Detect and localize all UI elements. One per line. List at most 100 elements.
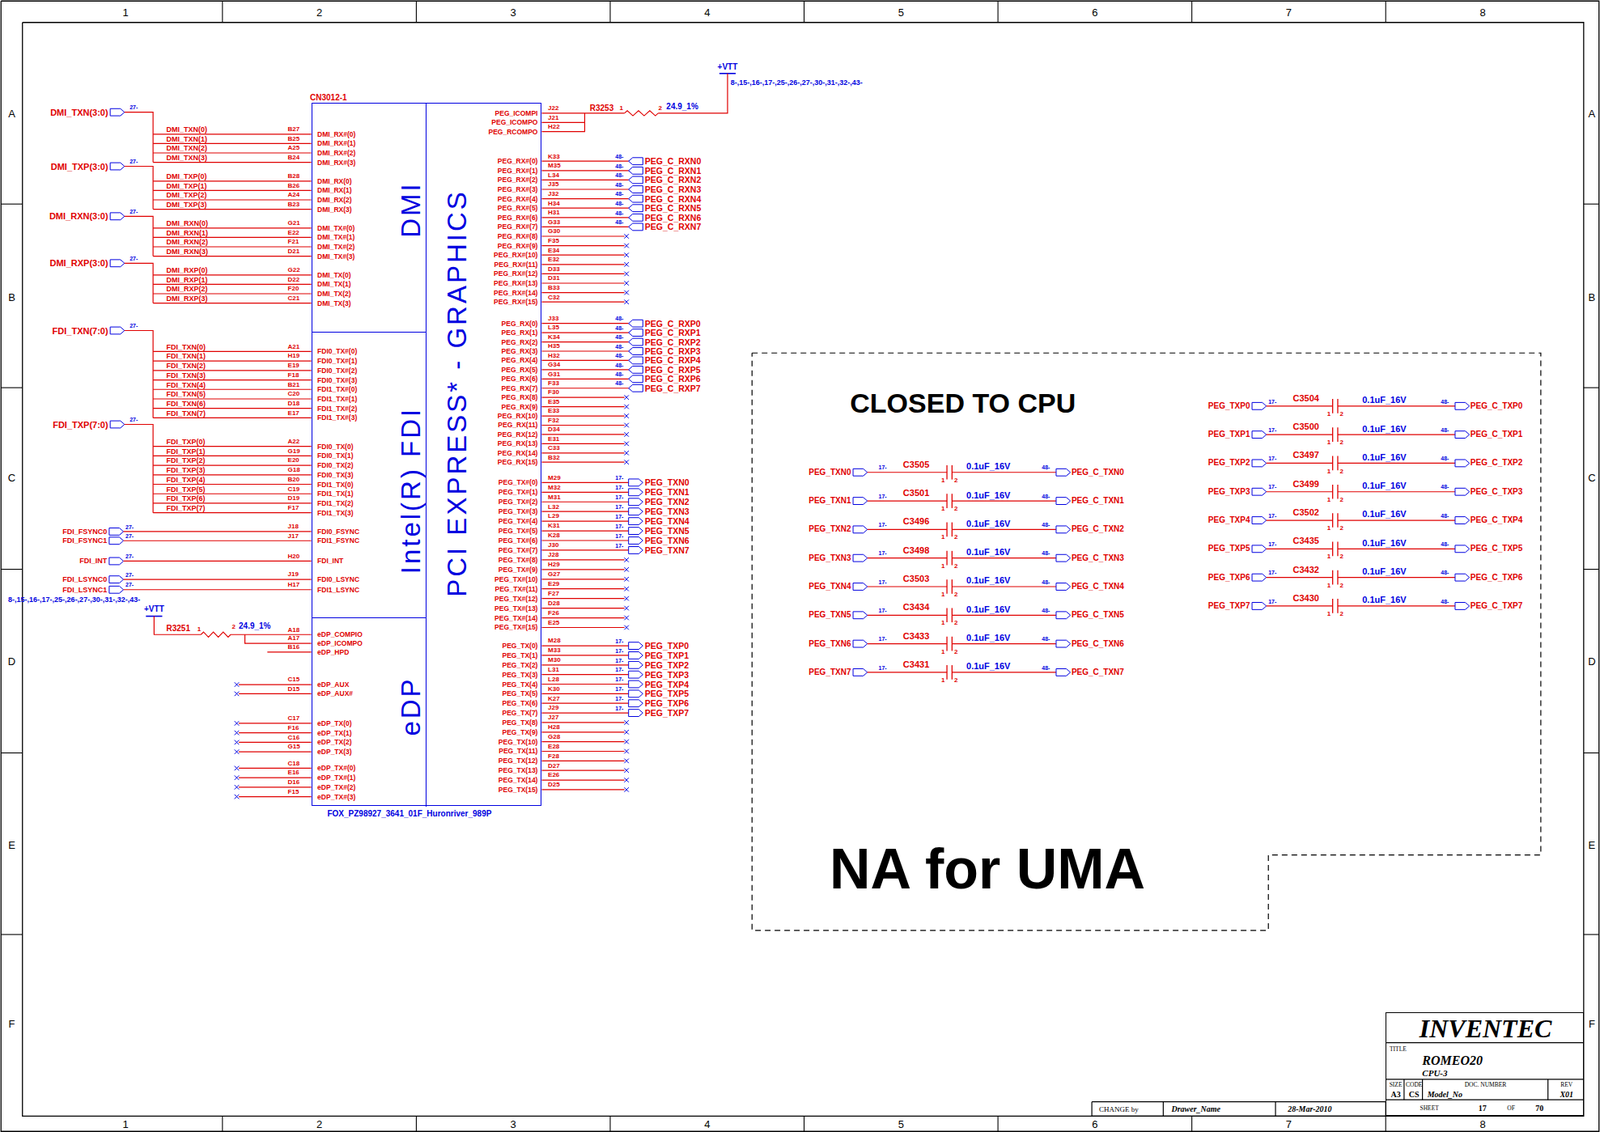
net-name: PEG_C_RXP6: [645, 374, 701, 384]
pin-number: A22: [288, 438, 301, 446]
no-connect-mark: [623, 450, 629, 456]
port-name: FDI_FSYNC0: [62, 527, 107, 535]
pin-number: L32: [547, 504, 560, 511]
capacitor-value: 0.1uF_16V: [966, 462, 1011, 472]
port-symbol: [628, 488, 644, 497]
pin-name: PEG_ICOMPI: [495, 110, 539, 118]
grid-tick: [1583, 752, 1600, 754]
grid-tick: [1385, 0, 1387, 22]
grid-reference: B: [1588, 291, 1596, 302]
wire: [124, 263, 153, 303]
pin-name: PEG_ICOMPO: [491, 118, 538, 127]
pin-number: E20: [288, 457, 300, 464]
grid-reference: D: [1587, 656, 1596, 667]
no-connect-mark: [623, 625, 629, 631]
port-symbol: [1056, 468, 1071, 476]
no-connect-mark: [234, 785, 240, 790]
no-connect-mark: [623, 459, 629, 465]
capacitor-value: 0.1uF_16V: [1362, 452, 1406, 462]
no-connect-mark: [623, 749, 629, 755]
pin-number: D21: [288, 248, 301, 255]
port-symbol: [628, 213, 644, 221]
port-symbol: [109, 576, 124, 584]
wire: [542, 712, 629, 713]
grid-reference: 7: [1285, 7, 1292, 18]
wire: [1337, 462, 1456, 464]
no-connect-mark: [623, 557, 629, 563]
no-connect-mark: [623, 441, 629, 447]
wire: [152, 493, 311, 495]
resistor-ref: R3253: [589, 104, 614, 113]
wire: [245, 634, 312, 644]
pin-name: PEG_RX(13): [497, 440, 539, 448]
field-value: CPU-3: [1421, 1069, 1448, 1078]
wire: [152, 292, 311, 294]
title-field: Drawer_Name: [1171, 1105, 1221, 1114]
capacitor-ref: C3504: [1292, 393, 1319, 403]
no-connect-mark: [623, 625, 629, 631]
port-symbol: [1455, 402, 1470, 410]
grid-tick: [1583, 387, 1600, 389]
page-reference: 27-: [129, 207, 138, 214]
no-connect-mark: [623, 394, 629, 400]
pin-name: PEG_RX(14): [497, 449, 539, 458]
wire: [152, 161, 311, 163]
capacitor-value: 0.1uF_16V: [966, 576, 1011, 586]
page-reference: 27-: [125, 571, 134, 578]
page-reference: 27-: [129, 322, 138, 329]
pin-name: eDP_HPD: [317, 649, 349, 657]
signal-name: FDI_TXN(7): [166, 409, 207, 417]
resistor-value: 24.9_1%: [666, 102, 698, 111]
no-connect-mark: [234, 682, 240, 688]
wire: [542, 598, 625, 599]
pin-number: E19: [288, 362, 300, 370]
pin-number: F17: [288, 505, 300, 512]
port-symbol: [1251, 402, 1267, 410]
pin-number: D16: [288, 779, 301, 786]
title-field: 28-Mar-2010: [1287, 1105, 1332, 1114]
port-symbol: [1455, 545, 1470, 553]
net-name: PEG_TXP1: [1208, 430, 1251, 439]
pin-number: E28: [547, 743, 560, 751]
pin-name: PEG_RX#(11): [494, 261, 539, 269]
wire: [152, 417, 311, 419]
pin-number: M31: [547, 494, 561, 501]
capacitor-symbol: [1332, 484, 1333, 500]
pin-number: H28: [547, 724, 561, 731]
wire: [542, 654, 629, 656]
no-connect-mark: [623, 233, 629, 239]
pin-name: FDI0_TX(0): [317, 442, 353, 450]
page-reference: 48-: [615, 199, 624, 206]
capacitor-symbol: [1332, 598, 1333, 614]
pin-name: DMI_TX#(2): [317, 243, 355, 251]
net-name: PEG_C_TXP6: [1470, 573, 1523, 582]
pin-number: G19: [288, 448, 301, 455]
region-outline: [751, 352, 1541, 931]
page-reference: 48-: [615, 190, 624, 197]
pin-number: J35: [547, 181, 559, 188]
no-connect-mark: [623, 280, 629, 286]
page-reference: 27-: [129, 158, 138, 165]
net-name: PEG_C_RXP2: [645, 337, 701, 347]
pin-number: B33: [547, 284, 561, 292]
signal-name: DMI_RXN(0): [166, 220, 209, 228]
bus-port-name: DMI_TXN(3:0): [50, 107, 109, 117]
page-reference: 17-: [878, 550, 888, 556]
grid-tick: [609, 1116, 611, 1132]
net-name: PEG_C_RXN1: [645, 166, 701, 176]
net-name: PEG_C_RXP1: [645, 328, 701, 338]
port-symbol: [628, 166, 644, 175]
capacitor-symbol: [946, 522, 947, 538]
pin-number: C21: [288, 295, 301, 302]
note-region: CLOSED TO CPUNA for UMA: [751, 352, 1541, 931]
no-connect-mark: [623, 252, 629, 258]
pin-number: J19: [288, 571, 299, 578]
port-symbol: [1251, 431, 1267, 439]
wire: [542, 235, 625, 237]
capacitor-value: 0.1uF_16V: [966, 490, 1011, 500]
pin-number: 1: [1327, 553, 1331, 561]
pin-number: F33: [547, 380, 560, 387]
port-symbol: [628, 329, 644, 337]
pin-name: PEG_RX(4): [501, 356, 539, 365]
pin-number: G22: [288, 267, 301, 274]
